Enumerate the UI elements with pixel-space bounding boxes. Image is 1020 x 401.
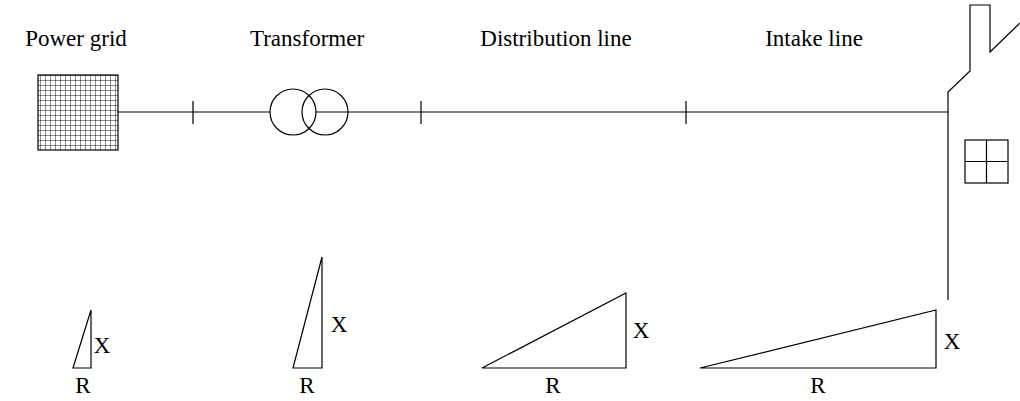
impedance-triangle (73, 310, 91, 368)
impedance-triangle (700, 310, 936, 368)
main-line (118, 111, 948, 112)
power-grid-symbol (38, 75, 118, 150)
section-name: Transformer (250, 27, 364, 50)
reactance-label: X (331, 313, 348, 336)
section-name: Power grid (25, 27, 127, 50)
section-ticks (193, 101, 686, 124)
reactance-label: X (633, 319, 650, 342)
impedance-triangle (482, 293, 626, 368)
house-outline (948, 5, 1020, 300)
resistance-label: R (545, 374, 560, 397)
reactance-label: X (94, 334, 111, 357)
impedance-triangle (293, 257, 322, 368)
reactance-label: X (944, 330, 961, 353)
window-cross (965, 140, 1008, 183)
section-name: Distribution line (480, 27, 631, 50)
house-window (965, 140, 1008, 183)
transformer-winding (302, 89, 348, 135)
resistance-label: R (75, 374, 90, 397)
resistance-label: R (299, 374, 314, 397)
resistance-label: R (810, 374, 825, 397)
section-name: Intake line (765, 27, 863, 50)
